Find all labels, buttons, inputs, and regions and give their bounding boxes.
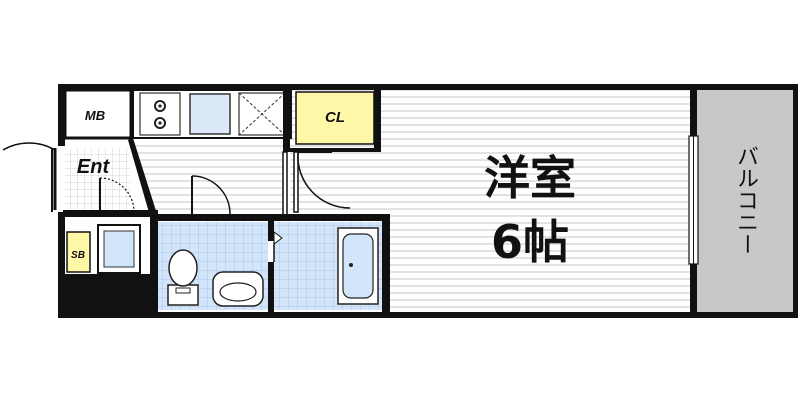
wet-area-top-wall: [152, 214, 390, 221]
room-door-frame: [293, 151, 299, 213]
washer-pan-inner: [103, 230, 135, 268]
wet-divider-wall: [268, 221, 274, 241]
shoe-box: [66, 231, 91, 273]
door-placeholder: [0, 148, 55, 155]
fridge-space-cross: [238, 92, 286, 136]
closet-wall: [374, 90, 381, 148]
meter-box-outline: [63, 88, 133, 140]
bathtub-drain: [349, 263, 353, 267]
main-room-size: 6帖: [491, 215, 569, 269]
entrance-inner-door-swing: [99, 177, 135, 213]
balcony-wall: [690, 90, 697, 136]
balcony-wall: [690, 264, 697, 312]
balcony-area: [697, 90, 795, 312]
top-wall: [58, 84, 798, 90]
washbasin-bowl: [219, 282, 257, 302]
meter-box-label: MB: [85, 108, 105, 123]
left-wall-upper: [58, 84, 65, 146]
balcony-label: バルコニー: [733, 145, 758, 255]
bottom-wall: [58, 312, 798, 318]
sink-icon: [189, 93, 231, 135]
closet-front-wall: [283, 148, 381, 152]
toilet-seat-detail: [175, 287, 191, 294]
entrance-bottom-wall: [63, 210, 158, 217]
burner-icon: [154, 117, 166, 129]
bathtub-basin: [342, 233, 374, 299]
burner-icon: [158, 121, 162, 125]
bathroom-right-wall: [382, 214, 390, 312]
washroom-left-wall: [150, 214, 158, 312]
room-door-frame: [282, 151, 288, 217]
shoe-box-base: [58, 274, 150, 312]
closet-label: CL: [325, 109, 345, 126]
wet-divider-wall: [268, 262, 274, 312]
front-door-swing: [2, 142, 56, 151]
right-wall: [793, 84, 798, 318]
entrance-floor: [65, 148, 130, 210]
burner-icon: [158, 104, 162, 108]
entrance-diagonal-wall: [128, 138, 157, 216]
washroom-door-swing: [191, 175, 231, 215]
main-room-name: 洋室: [484, 151, 576, 205]
room-door-swing: [297, 151, 351, 209]
burner-icon: [154, 100, 166, 112]
shoe-box-label: SB: [71, 250, 85, 261]
entrance-label: Ent: [77, 156, 111, 178]
left-wall-lower: [58, 212, 65, 318]
toilet-bowl: [168, 249, 198, 287]
kitchen-room-wall: [283, 90, 290, 148]
bathroom-door-hinge: [273, 231, 283, 245]
